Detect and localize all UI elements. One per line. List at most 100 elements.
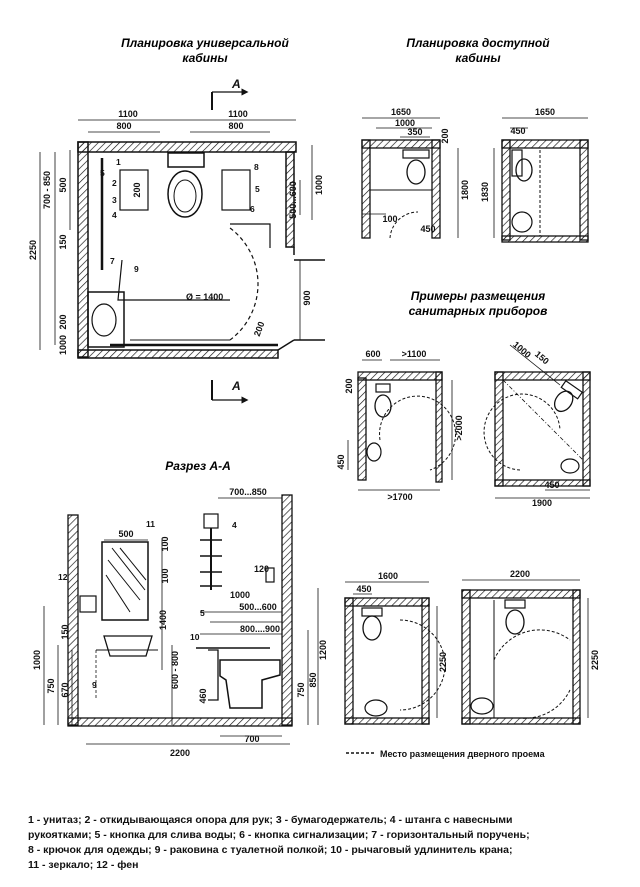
svg-text:850: 850	[308, 672, 318, 687]
svg-text:200: 200	[58, 314, 68, 329]
title-universal: Планировка универсальной кабины	[121, 36, 289, 65]
svg-text:1000: 1000	[58, 335, 68, 355]
svg-text:800: 800	[228, 121, 243, 131]
svg-text:200: 200	[132, 182, 142, 197]
svg-text:2200: 2200	[510, 569, 530, 579]
svg-text:2200: 2200	[170, 748, 190, 758]
svg-text:7: 7	[110, 256, 115, 266]
svg-text:3: 3	[112, 195, 117, 205]
svg-text:1200: 1200	[318, 640, 328, 660]
legend-line: рукоятками; 5 - кнопка для слива воды; 6…	[28, 829, 530, 841]
svg-text:>1100: >1100	[402, 349, 427, 359]
svg-text:670: 670	[60, 682, 70, 697]
legend-line: 11 - зеркало; 12 - фен	[28, 859, 139, 871]
legend: 1 - унитаз; 2 - откидывающаяся опора для…	[28, 813, 628, 873]
svg-text:600: 600	[365, 349, 380, 359]
svg-text:200: 200	[440, 128, 450, 143]
bottom-plan-right	[461, 579, 589, 725]
universal-plan: А А	[39, 77, 325, 404]
svg-text:9: 9	[134, 264, 139, 274]
svg-text:>1700: >1700	[387, 492, 412, 502]
title-examples: Примеры размещения санитарных приборов	[409, 289, 548, 318]
svg-text:9: 9	[92, 680, 97, 690]
svg-text:100: 100	[160, 568, 170, 583]
svg-text:5: 5	[100, 168, 105, 178]
svg-text:500...600: 500...600	[288, 181, 298, 219]
section-mark-top: А	[211, 77, 249, 110]
title-section: Разрез А-А	[165, 459, 231, 473]
svg-text:1000: 1000	[395, 118, 415, 128]
svg-text:Планировка универсальной: Планировка универсальной	[121, 36, 289, 50]
svg-text:200: 200	[344, 378, 354, 393]
svg-text:санитарных приборов: санитарных приборов	[409, 304, 548, 318]
example-plan-left	[347, 359, 457, 491]
accessible-plan-right	[493, 117, 589, 243]
accessible-plan-left	[361, 117, 459, 239]
svg-text:кабины: кабины	[182, 51, 228, 65]
svg-text:900: 900	[302, 290, 312, 305]
svg-text:Ø = 1400: Ø = 1400	[186, 292, 223, 302]
svg-text:1100: 1100	[228, 109, 248, 119]
title-accessible: Планировка доступной кабины	[406, 36, 550, 65]
svg-text:10: 10	[190, 632, 200, 642]
svg-text:Планировка доступной: Планировка доступной	[406, 36, 550, 50]
universal-plan-dims: 1100 1100 800 800 700 - 850 500 2250 150…	[28, 109, 324, 355]
svg-text:А: А	[231, 77, 241, 91]
svg-text:Примеры размещения: Примеры размещения	[411, 289, 546, 303]
svg-text:8: 8	[254, 162, 259, 172]
svg-text:4: 4	[112, 210, 117, 220]
svg-text:450: 450	[544, 480, 559, 490]
accessible-plan-left-dims: 1650 1000 350 200 1800 100 450	[382, 107, 470, 234]
svg-text:750: 750	[46, 678, 56, 693]
svg-text:кабины: кабины	[455, 51, 501, 65]
svg-text:Место размещения дверного прое: Место размещения дверного проема	[380, 749, 546, 759]
svg-text:700: 700	[244, 734, 259, 744]
legend-line: 1 - унитаз; 2 - откидывающаяся опора для…	[28, 814, 513, 826]
section-a-a-dims: 700...850 500 11 4 100 100 120 12 150 14…	[32, 487, 328, 758]
svg-text:2: 2	[112, 178, 117, 188]
svg-text:500: 500	[58, 177, 68, 192]
svg-text:150: 150	[60, 624, 70, 639]
svg-text:>2000: >2000	[454, 415, 464, 440]
bottom-plan-left-dims: 1600 450 2250	[356, 571, 448, 672]
svg-text:750: 750	[296, 682, 306, 697]
svg-text:1100: 1100	[118, 109, 138, 119]
svg-text:4: 4	[232, 520, 237, 530]
accessible-plan-right-dims: 1650 450 1830	[480, 107, 555, 202]
svg-text:100: 100	[382, 214, 397, 224]
svg-text:450: 450	[510, 126, 525, 136]
svg-text:6: 6	[250, 204, 255, 214]
svg-text:120: 120	[254, 564, 269, 574]
svg-text:1600: 1600	[378, 571, 398, 581]
svg-text:2250: 2250	[590, 650, 600, 670]
svg-text:600 - 800: 600 - 800	[170, 651, 180, 689]
svg-text:1900: 1900	[532, 498, 552, 508]
svg-text:2250: 2250	[438, 652, 448, 672]
svg-text:500...600: 500...600	[239, 602, 277, 612]
svg-text:1000: 1000	[511, 339, 533, 360]
svg-text:1800: 1800	[460, 180, 470, 200]
section-mark-bottom: А	[211, 379, 249, 404]
svg-text:800....900: 800....900	[240, 624, 280, 634]
svg-text:1830: 1830	[480, 182, 490, 202]
svg-text:11: 11	[146, 519, 155, 529]
svg-text:460: 460	[198, 688, 208, 703]
svg-text:1000: 1000	[314, 175, 324, 195]
svg-text:100: 100	[160, 536, 170, 551]
svg-text:5: 5	[200, 608, 205, 618]
section-a-a	[43, 494, 319, 745]
svg-text:500: 500	[118, 529, 133, 539]
svg-text:700...850: 700...850	[229, 487, 267, 497]
door-legend: Место размещения дверного проема	[346, 749, 546, 759]
svg-text:1650: 1650	[535, 107, 555, 117]
svg-text:200: 200	[252, 320, 267, 338]
example-plan-left-dims: 600 >1100 200 >2000 450 >1700	[336, 349, 464, 502]
svg-text:450: 450	[420, 224, 435, 234]
svg-text:1: 1	[116, 157, 121, 167]
svg-text:5: 5	[255, 184, 260, 194]
svg-text:1000: 1000	[230, 590, 250, 600]
svg-text:2250: 2250	[28, 240, 38, 260]
svg-text:700 - 850: 700 - 850	[42, 171, 52, 209]
svg-text:450: 450	[356, 584, 371, 594]
svg-text:1650: 1650	[391, 107, 411, 117]
